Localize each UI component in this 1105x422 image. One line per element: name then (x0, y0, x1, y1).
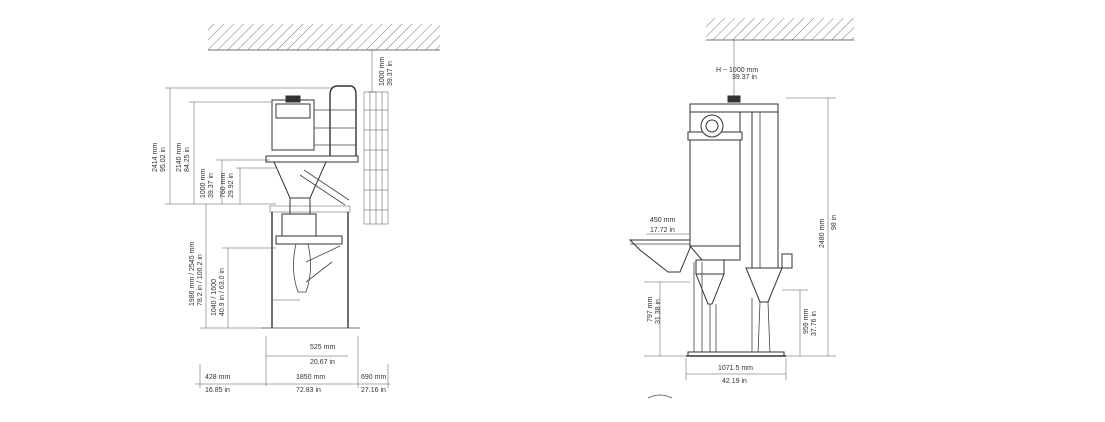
dim-1000b-in: 39.37 in (208, 173, 215, 198)
left-side-view: 1000 mm 39.37 in 2414 mm 95.02 in 2140 m… (152, 24, 440, 394)
dim-959-in: 37.76 in (811, 311, 818, 336)
dim-1071-in: 42.19 in (722, 378, 747, 385)
dim-690-in: 27.16 in (361, 387, 386, 394)
dim-450-in: 17.72 in (650, 227, 675, 234)
dim-2414-in: 95.02 in (160, 147, 167, 172)
dim-h-in: 39.37 in (732, 74, 757, 81)
left-wall-panel (363, 91, 389, 225)
dim-2140-in: 84.25 in (184, 147, 191, 172)
dim-1000-in: 39.37 in (387, 61, 394, 86)
dim-h-mm: H ~ 1000 mm (716, 67, 758, 74)
dim-2140-mm: 2140 mm (176, 143, 183, 172)
dim-760-mm: 760 mm (220, 173, 227, 198)
dim-1000-mm: 1000 mm (379, 57, 386, 86)
dim-450-mm: 450 mm (650, 217, 675, 224)
dim-1040-in: 40.9 in / 63.0 in (219, 268, 226, 316)
dim-1040-mm: 1040 / 1600 (211, 279, 218, 316)
dim-797-mm: 797 mm (647, 297, 654, 322)
left-dimension-labels: 1000 mm 39.37 in 2414 mm 95.02 in 2140 m… (152, 57, 394, 394)
right-ceiling (706, 18, 854, 41)
dim-760-in: 29.92 in (228, 173, 235, 198)
left-dimension-lines (165, 49, 390, 388)
dim-2480-in: 98 in (831, 215, 838, 230)
left-machine (262, 85, 389, 329)
top-fitting (727, 95, 741, 103)
bottom-edge-mark (647, 394, 673, 399)
dim-1071-mm: 1071.5 mm (718, 365, 753, 372)
dim-525-in: 20.67 in (310, 359, 335, 366)
dim-1850-in: 72.83 in (296, 387, 321, 394)
right-front-view: H ~ 1000 mm 39.37 in 450 mm 17.72 in 248… (628, 18, 854, 399)
dim-690-mm: 690 mm (361, 374, 386, 381)
dim-797-in: 31.38 in (655, 299, 662, 324)
dim-1850-mm: 1850 mm (296, 374, 325, 381)
dim-959-mm: 959 mm (803, 309, 810, 334)
right-machine (628, 103, 793, 357)
dim-525-mm: 525 mm (310, 344, 335, 351)
dim-1000b-mm: 1000 mm (200, 169, 207, 198)
left-ceiling (208, 24, 440, 51)
right-dimension-labels: H ~ 1000 mm 39.37 in 450 mm 17.72 in 248… (647, 67, 838, 385)
right-dimension-lines (644, 97, 836, 380)
dim-1986-mm: 1986 mm / 2545 mm (189, 242, 196, 306)
dim-1986-in: 78.2 in / 100.2 in (197, 254, 204, 306)
dim-2480-mm: 2480 mm (819, 219, 826, 248)
dim-2414-mm: 2414 mm (152, 143, 159, 172)
dim-428-in: 16.85 in (205, 387, 230, 394)
dim-428-mm: 428 mm (205, 374, 230, 381)
